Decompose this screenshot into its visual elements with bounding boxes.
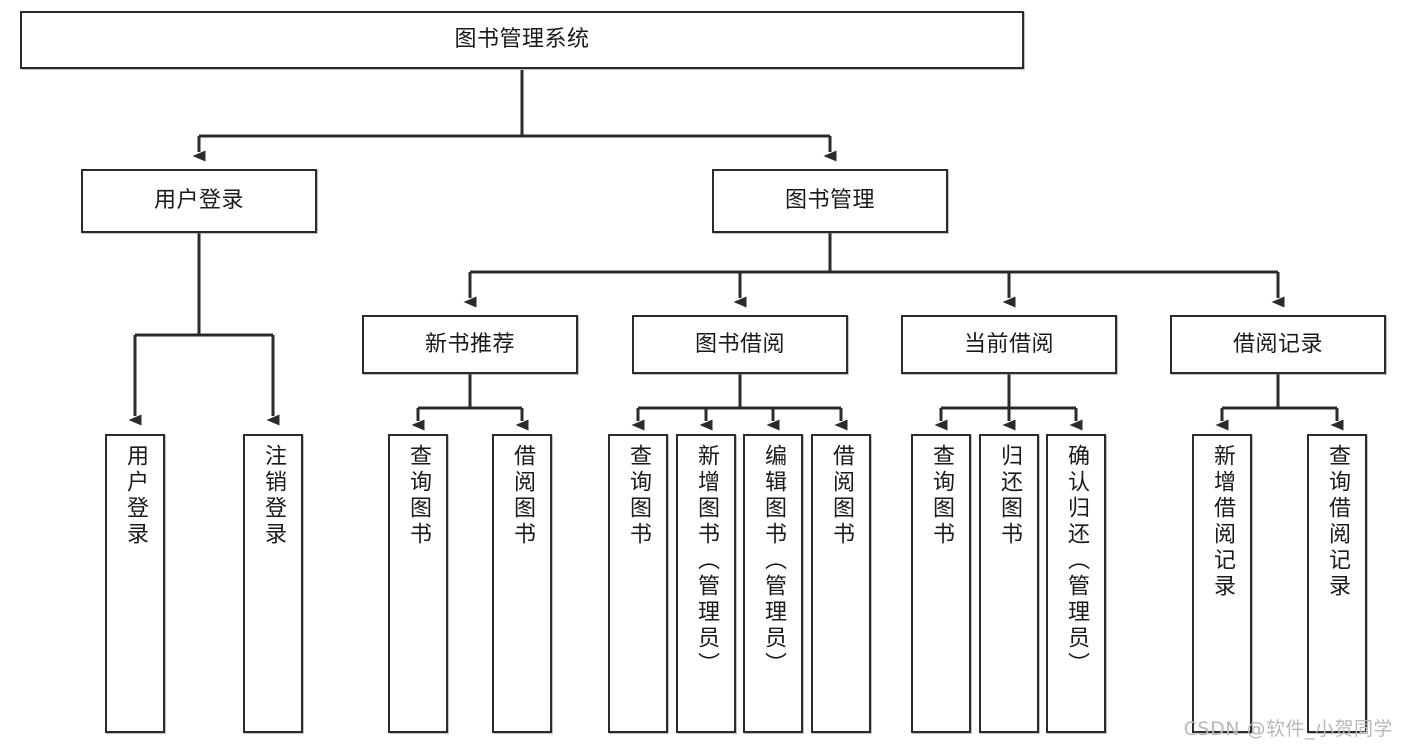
node-leaf-confirm-return-label: 确认归还（管理员）: [1064, 444, 1089, 678]
node-leaf-edit-book-label: 编辑图书（管理员）: [761, 444, 786, 678]
node-leaf-query-book-1-label: 查询图书: [406, 444, 431, 548]
node-book-borrow-label: 图书借阅: [694, 331, 785, 357]
node-leaf-user-login-label: 用户登录: [123, 444, 148, 548]
node-leaf-borrow-book-1[interactable]: 借阅图书: [492, 434, 552, 733]
node-new-book-recommend-label: 新书推荐: [424, 331, 515, 357]
node-borrow-record-label: 借阅记录: [1232, 331, 1323, 357]
node-user-login[interactable]: 用户登录: [81, 169, 317, 233]
node-user-login-label: 用户登录: [153, 188, 244, 214]
node-book-manage-label: 图书管理: [784, 188, 875, 214]
node-book-borrow[interactable]: 图书借阅: [632, 315, 848, 374]
node-new-book-recommend[interactable]: 新书推荐: [362, 315, 578, 374]
node-leaf-query-book-2-label: 查询图书: [626, 444, 651, 548]
node-leaf-edit-book[interactable]: 编辑图书（管理员）: [743, 434, 803, 733]
node-root-label: 图书管理系统: [454, 27, 590, 53]
node-leaf-add-record[interactable]: 新增借阅记录: [1192, 434, 1252, 733]
node-leaf-return-book-label: 归还图书: [997, 444, 1022, 548]
node-current-borrow-label: 当前借阅: [963, 331, 1054, 357]
node-borrow-record[interactable]: 借阅记录: [1170, 315, 1386, 374]
node-leaf-borrow-book-2[interactable]: 借阅图书: [811, 434, 871, 733]
node-leaf-query-book-3[interactable]: 查询图书: [911, 434, 971, 733]
node-leaf-add-record-label: 新增借阅记录: [1210, 444, 1235, 600]
node-leaf-query-book-3-label: 查询图书: [929, 444, 954, 548]
node-current-borrow[interactable]: 当前借阅: [901, 315, 1117, 374]
node-book-manage[interactable]: 图书管理: [712, 169, 948, 233]
node-leaf-return-book[interactable]: 归还图书: [979, 434, 1039, 733]
csdn-watermark: CSDN @软件_小贺同学: [1183, 718, 1393, 740]
node-leaf-user-login[interactable]: 用户登录: [105, 434, 165, 733]
node-leaf-logout-login-label: 注销登录: [261, 444, 286, 548]
node-leaf-add-book-label: 新增图书（管理员）: [694, 444, 719, 678]
node-leaf-confirm-return[interactable]: 确认归还（管理员）: [1046, 434, 1106, 733]
node-leaf-borrow-book-2-label: 借阅图书: [829, 444, 854, 548]
node-leaf-query-record-label: 查询借阅记录: [1325, 444, 1350, 600]
node-root[interactable]: 图书管理系统: [20, 11, 1024, 69]
node-leaf-query-book-2[interactable]: 查询图书: [608, 434, 668, 733]
node-leaf-borrow-book-1-label: 借阅图书: [510, 444, 535, 548]
node-leaf-query-record[interactable]: 查询借阅记录: [1307, 434, 1367, 733]
node-leaf-query-book-1[interactable]: 查询图书: [388, 434, 448, 733]
node-leaf-logout-login[interactable]: 注销登录: [243, 434, 303, 733]
node-leaf-add-book[interactable]: 新增图书（管理员）: [676, 434, 736, 733]
